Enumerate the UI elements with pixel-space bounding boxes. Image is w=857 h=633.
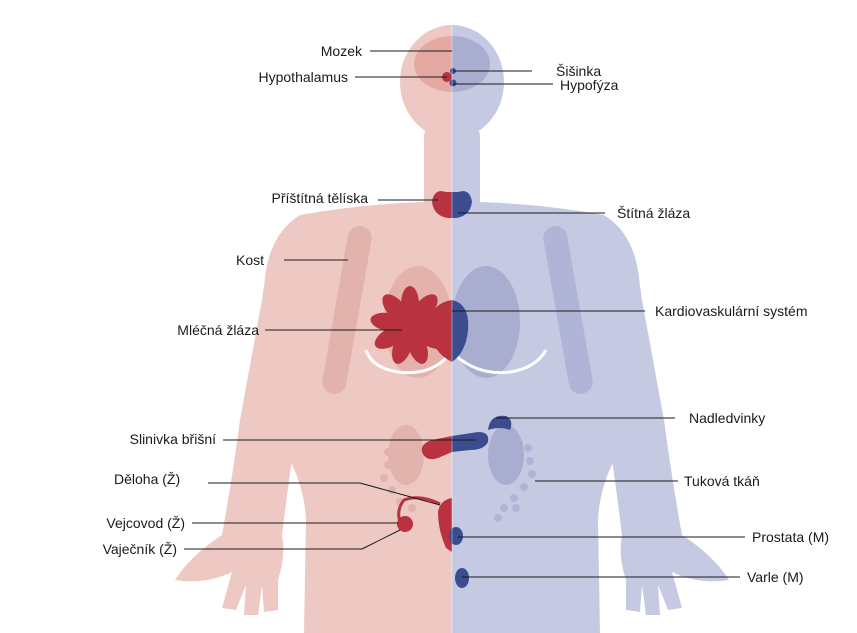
label-tukova-tkan: Tuková tkáň — [684, 473, 760, 489]
prostate-gland — [449, 527, 463, 545]
label-nadledvinky: Nadledvinky — [689, 410, 765, 426]
label-hypothalamus: Hypothalamus — [259, 69, 349, 85]
label-mozek: Mozek — [321, 43, 363, 59]
label-varle: Varle (M) — [747, 569, 804, 585]
testis — [455, 568, 469, 588]
ovary — [397, 516, 413, 532]
label-mlecna-zlaza: Mléčná žláza — [177, 322, 259, 338]
label-pristitna-teliska: Příštítná tělíska — [272, 190, 369, 206]
label-stitna-zlaza: Štítná žláza — [617, 205, 690, 221]
label-slinivka-brisni: Slinivka břišní — [130, 431, 216, 447]
label-kost: Kost — [236, 252, 264, 268]
label-vejcovod: Vejcovod (Ž) — [106, 515, 185, 531]
female-kidney — [388, 425, 424, 485]
pituitary-gland — [450, 80, 457, 87]
male-kidney — [488, 425, 524, 485]
label-hypofyza: Hypofýza — [560, 77, 619, 93]
label-prostata: Prostata (M) — [752, 529, 829, 545]
label-deloha: Děloha (Ž) — [114, 471, 180, 487]
label-kardiovaskularni-system: Kardiovaskulární systém — [655, 303, 808, 319]
label-vajecnik: Vaječník (Ž) — [103, 541, 177, 557]
